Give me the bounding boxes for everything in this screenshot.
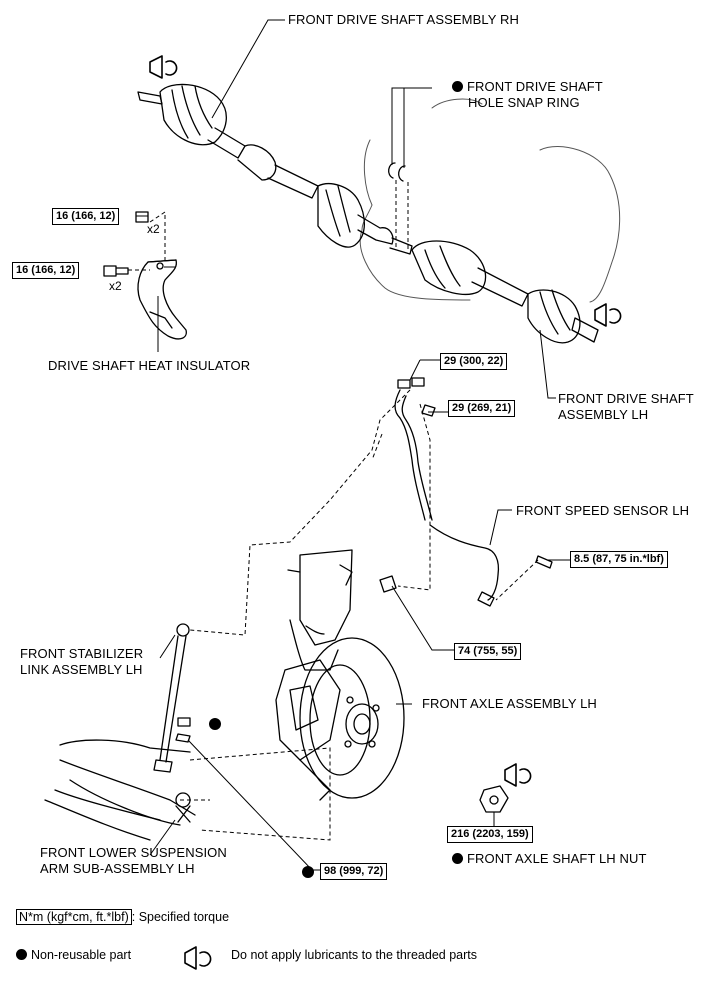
- legend-torque-unit: N*m (kgf*cm, ft.*lbf): Specified torque: [16, 909, 229, 925]
- label-front-drive-shaft-rh: FRONT DRIVE SHAFT ASSEMBLY RH: [288, 12, 519, 27]
- torque-16-bottom: 16 (166, 12): [12, 262, 80, 279]
- torque-29-269: 29 (269, 21): [448, 400, 516, 417]
- label-snap-ring-line2: HOLE SNAP RING: [468, 95, 580, 110]
- label-axle-nut-text: FRONT AXLE SHAFT LH NUT: [467, 851, 647, 866]
- torque-74: 74 (755, 55): [454, 643, 522, 660]
- drive-shaft-lh-drawing: [411, 240, 599, 344]
- label-lower-arm-line1: FRONT LOWER SUSPENSION: [40, 845, 227, 860]
- axle-hub-drawing: [275, 637, 405, 801]
- label-stabilizer-line2: LINK ASSEMBLY LH: [20, 662, 143, 677]
- knuckle-bolt-drawing: [379, 575, 397, 593]
- legend-non-reusable: Non-reusable part: [16, 947, 131, 963]
- dashed-lines: [128, 180, 539, 841]
- non-reusable-dot-icon: [302, 866, 314, 878]
- label-axle-nut: FRONT AXLE SHAFT LH NUT: [452, 851, 647, 867]
- label-heat-insulator: DRIVE SHAFT HEAT INSULATOR: [48, 358, 251, 373]
- no-lube-marks: [149, 55, 622, 970]
- lower-arm-bolts-drawing: [175, 717, 191, 743]
- stabilizer-link-drawing: [153, 623, 190, 773]
- legend-no-lube: Do not apply lubricants to the threaded …: [231, 948, 477, 962]
- label-snap-ring-line1: FRONT DRIVE SHAFT: [452, 79, 603, 95]
- torque-216: 216 (2203, 159): [447, 826, 533, 843]
- label-front-axle-assembly: FRONT AXLE ASSEMBLY LH: [422, 696, 597, 711]
- axle-nut-drawing: [479, 785, 509, 813]
- speed-sensor-drawing: [394, 377, 553, 607]
- legend-unit-suffix: : Specified torque: [131, 910, 230, 924]
- label-drive-shaft-lh-line1: FRONT DRIVE SHAFT: [558, 391, 694, 406]
- torque-29-300: 29 (300, 22): [440, 353, 508, 370]
- label-snap-ring-text1: FRONT DRIVE SHAFT: [467, 79, 603, 94]
- non-reusable-dot-icon: [209, 718, 221, 730]
- torque-16-top: 16 (166, 12): [52, 208, 120, 225]
- lower-arm-drawing: [44, 739, 196, 841]
- label-drive-shaft-lh-line2: ASSEMBLY LH: [558, 407, 649, 422]
- legend-unit-box: N*m (kgf*cm, ft.*lbf): [16, 909, 132, 925]
- leader-lines: [136, 19, 570, 871]
- legend-non-reusable-text: Non-reusable part: [31, 948, 132, 962]
- label-stabilizer-line1: FRONT STABILIZER: [20, 646, 144, 661]
- torque-98: 98 (999, 72): [320, 863, 388, 880]
- label-lower-arm-line2: ARM SUB-ASSEMBLY LH: [40, 861, 195, 876]
- heat-insulator-drawing: [137, 259, 187, 340]
- drive-shaft-rh-drawing: [137, 83, 413, 255]
- insulator-bolts-drawing: [103, 211, 149, 277]
- qty-x2-top: x2: [147, 222, 160, 236]
- torque-8-5: 8.5 (87, 75 in.*lbf): [570, 551, 668, 568]
- non-reusable-dot-icon: [452, 81, 463, 92]
- non-reusable-dot-icon: [16, 949, 27, 960]
- transaxle-outline: [359, 98, 621, 303]
- snap-rings-drawing: [388, 162, 406, 182]
- non-reusable-dot-icon: [452, 853, 463, 864]
- steering-knuckle-drawing: [287, 549, 353, 671]
- qty-x2-bottom: x2: [109, 279, 122, 293]
- label-front-speed-sensor: FRONT SPEED SENSOR LH: [516, 503, 690, 518]
